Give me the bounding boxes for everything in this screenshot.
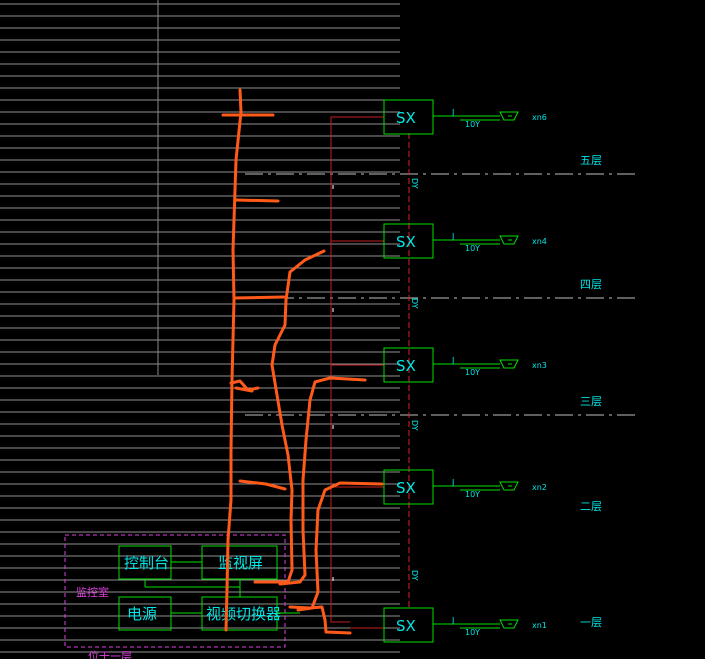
cable-type-label: 10Y <box>465 490 480 499</box>
cable-type-label: 10Y <box>465 120 480 129</box>
sx-box <box>383 99 434 135</box>
monitor-room: 监控室 位于一层 控制台 监视屏 电源 视频切换器 <box>64 534 300 659</box>
sx-box <box>383 223 434 259</box>
hatch-lines <box>0 3 400 653</box>
riser-labels: DY DY DY DY <box>410 178 419 581</box>
riser-label-3: DY <box>410 420 419 431</box>
riser-label-2: DY <box>410 298 419 309</box>
monitor-room-border <box>64 534 286 648</box>
camera-id: xn6 <box>532 113 547 122</box>
camera-row: SX J 10Y xn4 <box>383 223 547 259</box>
floor-label-3: 三层 <box>580 395 602 408</box>
red-trunk <box>330 116 384 629</box>
floor-separators <box>245 173 635 416</box>
camera-id: xn1 <box>532 621 547 630</box>
floor-labels: 五层 四层 三层 二层 一层 <box>580 154 602 629</box>
monitor-room-note: 位于一层 <box>88 649 132 659</box>
sx-label: SX <box>396 479 416 497</box>
cable-sub-label: J <box>451 108 454 117</box>
sx-label: SX <box>396 233 416 251</box>
video-switcher-label: 视频切换器 <box>206 605 281 623</box>
cable-sub-label: J <box>451 478 454 487</box>
cable-type-label: 10Y <box>465 628 480 637</box>
camera-icon <box>499 359 519 369</box>
camera-row: SX J 10Y xn3 <box>383 347 547 383</box>
camera-row: SX J 10Y xn2 <box>383 469 547 505</box>
camera-icon <box>499 481 519 491</box>
camera-icon <box>499 619 519 629</box>
camera-id: xn4 <box>532 237 547 246</box>
sx-box <box>383 607 434 643</box>
sx-box <box>383 347 434 383</box>
camera-icon <box>499 111 519 121</box>
power-supply-label: 电源 <box>127 605 157 623</box>
monitor-room-title: 监控室 <box>76 585 109 599</box>
camera-row: SX J 10Y xn1 <box>383 607 547 643</box>
cable-sub-label: J <box>451 616 454 625</box>
floor-label-5: 五层 <box>580 154 602 167</box>
cable-type-label: 10Y <box>465 244 480 253</box>
floor-label-4: 四层 <box>580 278 602 291</box>
camera-row: SX J 10Y xn6 <box>383 99 547 135</box>
room-connections <box>144 561 300 614</box>
sx-label: SX <box>396 617 416 635</box>
sx-label: SX <box>396 357 416 375</box>
monitor-screen-label: 监视屏 <box>218 554 263 572</box>
sx-label: SX <box>396 109 416 127</box>
sx-box <box>383 469 434 505</box>
orange-sketch <box>221 88 384 635</box>
control-console-label: 控制台 <box>124 554 169 572</box>
riser-label-1: DY <box>410 178 419 189</box>
camera-icon <box>499 235 519 245</box>
camera-id: xn3 <box>532 361 547 370</box>
floor-label-1: 一层 <box>580 616 602 629</box>
cable-sub-label: J <box>451 232 454 241</box>
cable-sub-label: J <box>451 356 454 365</box>
riser-label-4: DY <box>410 570 419 581</box>
cable-type-label: 10Y <box>465 368 480 377</box>
floor-label-2: 二层 <box>580 500 602 513</box>
camera-id: xn2 <box>532 483 547 492</box>
